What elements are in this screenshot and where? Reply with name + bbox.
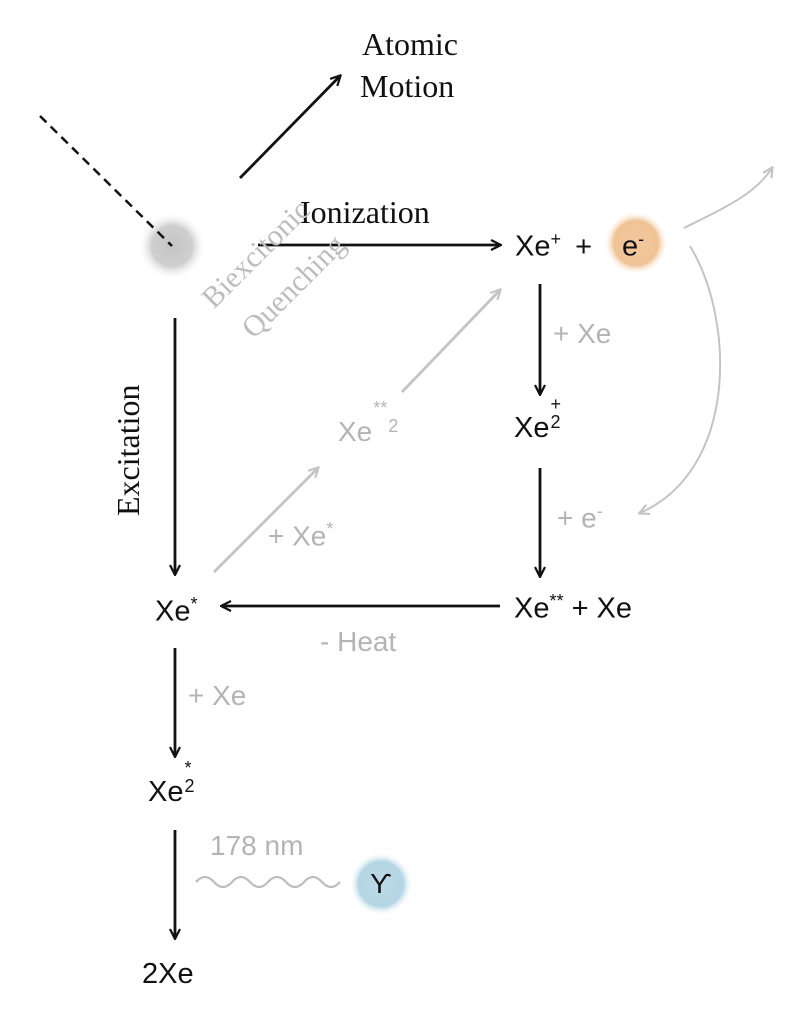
electron-symbol: e bbox=[622, 230, 639, 263]
xe-star-superscript: * bbox=[190, 594, 198, 614]
arrow-electron-escape bbox=[683, 168, 772, 229]
xe-star-symbol: Xe bbox=[155, 595, 191, 628]
plus-operator: + bbox=[575, 230, 592, 263]
xe-excited-species: Xe* bbox=[155, 595, 198, 627]
plus-xe-label-ion: + Xe bbox=[553, 318, 612, 349]
incoming-track-dashed bbox=[39, 115, 173, 247]
arrow-atomic-motion bbox=[239, 76, 340, 179]
xe-doubly-excited-species: Xe** + Xe bbox=[514, 592, 632, 624]
electron-label: e- bbox=[622, 230, 644, 262]
xe2-ion-subscript: 2 bbox=[550, 412, 561, 432]
excitation-label: Excitation bbox=[110, 384, 146, 516]
xe-dstar-superscript: ** bbox=[549, 591, 564, 611]
atomic-motion-label-line2: Motion bbox=[360, 68, 455, 104]
xe2-ion-symbol: Xe bbox=[514, 412, 550, 444]
xe-dstar-symbol: Xe bbox=[514, 592, 550, 625]
plus-xe-star-superscript: * bbox=[326, 519, 334, 539]
photon-blob bbox=[349, 852, 413, 916]
ground-state-species: 2Xe bbox=[142, 958, 194, 990]
plus-electron-charge: - bbox=[596, 501, 603, 521]
electron-blob bbox=[604, 211, 668, 275]
xe-ion-species: Xe+ + bbox=[515, 230, 592, 262]
xe2-excimer-species: Xe*2 bbox=[148, 759, 197, 808]
ionization-label: Ionization bbox=[300, 194, 430, 230]
plus-xe-star-label: + Xe* bbox=[268, 520, 333, 550]
xe2-ion-charge: + bbox=[550, 394, 561, 414]
atomic-motion-label-line1: Atomic bbox=[362, 26, 458, 62]
arrow-biexcitonic-collision bbox=[213, 468, 318, 573]
plus-xe-star-text: + Xe bbox=[268, 520, 327, 552]
xe2-doubly-excited-species: Xe**2 bbox=[338, 399, 398, 447]
xe2-star-subscript: 2 bbox=[184, 776, 195, 796]
xe2-star-superscript: * bbox=[184, 758, 192, 778]
plus-electron-label: + e- bbox=[557, 502, 603, 532]
xe2-star-symbol: Xe bbox=[148, 776, 184, 808]
electron-charge: - bbox=[638, 229, 645, 249]
arrow-biexcitonic-quenching bbox=[400, 290, 500, 393]
photon-symbol: ϒ bbox=[370, 868, 392, 899]
arrow-electron-recombination bbox=[640, 245, 722, 513]
heat-label: - Heat bbox=[320, 626, 397, 657]
plus-xe-dstar-text: + Xe bbox=[571, 592, 633, 625]
plus-xe-label-excimer: + Xe bbox=[188, 680, 247, 711]
plus-electron-text: + e bbox=[557, 502, 597, 534]
xe-ion-symbol: Xe bbox=[515, 230, 551, 263]
photon-wave bbox=[195, 875, 341, 889]
wavelength-label: 178 nm bbox=[210, 830, 304, 861]
xe-ion-charge: + bbox=[550, 229, 561, 249]
xe2-dstar-superscript: ** bbox=[373, 398, 388, 418]
xe2-ion-species: Xe+2 bbox=[514, 395, 563, 444]
xe2-dstar-subscript: 2 bbox=[388, 416, 399, 436]
xe2-dstar-symbol: Xe bbox=[338, 416, 373, 447]
